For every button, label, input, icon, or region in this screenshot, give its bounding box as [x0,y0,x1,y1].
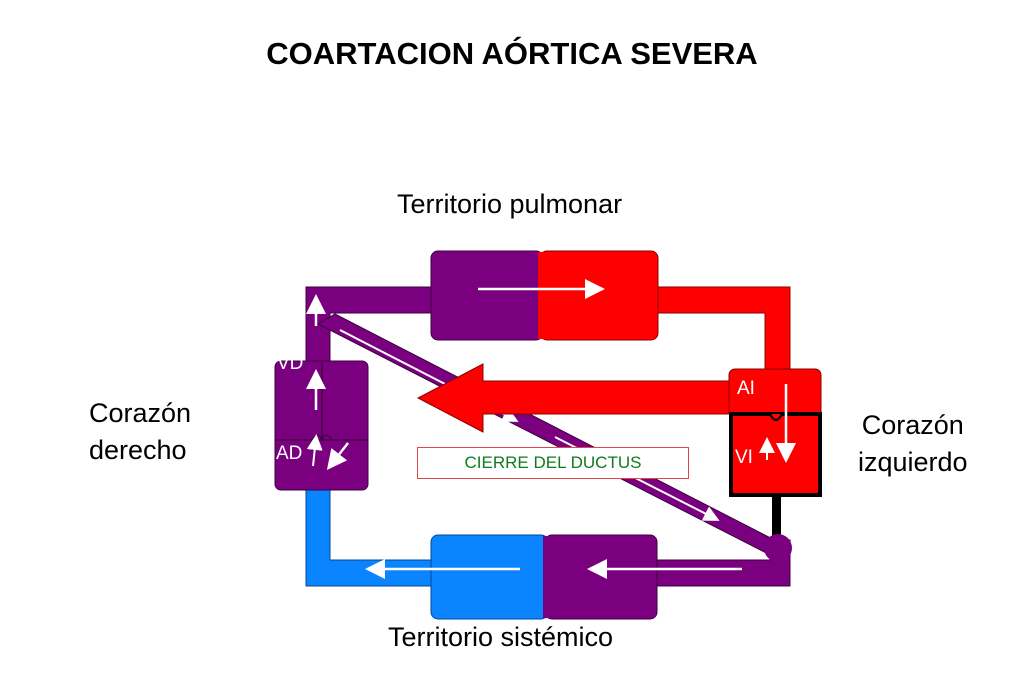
ductus-closure-box: CIERRE DEL DUCTUS [417,447,689,479]
aorta-stub [772,494,781,538]
systemic-vein-vessel [305,487,433,587]
pulmonary-capillary-oxy [539,250,659,341]
right-heart-label-line2: derecho [89,435,187,465]
right-heart-label-line1: Corazón [89,398,192,428]
systemic-territory-label: Territorio sistémico [388,622,614,652]
left-heart-label-line1: Corazón [861,410,964,440]
ad-label: AD [276,443,303,464]
pulmonary-vein-vessel [655,286,791,371]
systemic-capillary-mixed [544,534,658,620]
left-heart-label-line2: izquierdo [858,447,968,477]
mitral-valve [769,413,783,421]
ai-label: AI [737,378,755,399]
vi-label: VI [735,447,753,468]
left-ventricle [729,412,822,497]
ad-diagonal-arrow [326,442,349,470]
shunt-arrow [416,363,730,433]
right-heart-label: Corazón derecho [89,395,191,469]
pulmonary-capillary-deoxy [430,250,544,341]
vd-label: VD [277,353,304,374]
left-heart-label: Corazón izquierdo [858,407,968,481]
ductus-band [316,313,791,559]
page-title: COARTACION AÓRTICA SEVERA [266,36,758,71]
systemic-capillary-deoxy [430,534,549,620]
pulmonary-territory-label: Territorio pulmonar [397,189,623,219]
ad-up-arrow [306,434,323,467]
aortic-junction [764,534,792,562]
